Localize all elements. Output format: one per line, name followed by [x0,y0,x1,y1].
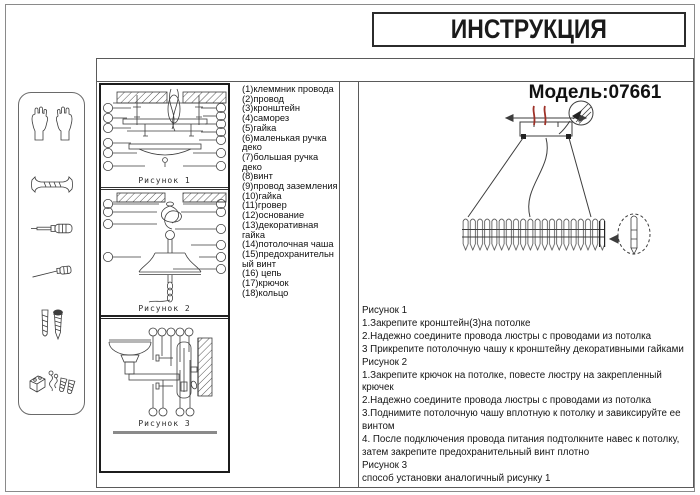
instruction-line: 3.Поднимите потолочную чашу вплотную к п… [362,408,681,433]
part-item: (1)клеммник провода [242,84,334,94]
figures-panel: Рисунок 1 [99,83,230,473]
small-fasteners-icon [29,370,75,394]
part-item: (18)кольцо [242,287,289,298]
figure-3-underline [112,431,217,434]
instruction-line: 1.Закрепите кронштейн(3)на потолке [362,317,531,329]
part-item: (12)основание [242,210,305,221]
figure-2-label: Рисунок 2 [138,304,191,313]
part-item: (6)маленькая ручка деко [242,132,327,153]
screwdriver-icon [30,223,72,233]
wrench-icon [30,176,73,194]
crystal-detail-circle [617,213,651,255]
instruction-line: Рисунок 2 [362,356,408,368]
part-item: (8)винт [242,171,273,182]
instruction-line: Рисунок 3 [362,459,408,471]
part-item: (14)потолочная чаша [242,239,334,250]
figure-1-label: Рисунок 1 [138,176,191,185]
part-item: (17)крючок [242,278,289,289]
instruction-line: 1.Закрепите крючок на потолке, повесте л… [362,369,662,394]
awl-icon [31,265,71,278]
instruction-line: 4. После подключения провода питания под… [362,434,680,458]
part-item: (5)гайка [242,122,277,133]
figure-2-diagram [103,192,227,303]
wall-plug-and-screw-icon [41,309,63,340]
figure-1-diagram [103,88,227,172]
figure-3-label: Рисунок 3 [138,419,191,428]
model-label: Модель:07661 [528,82,662,103]
power-wires [532,105,547,126]
instruction-line: 3 Прикрепите потолочную чашу к кронштейн… [362,343,684,355]
part-item: (2)провод [242,93,284,104]
figure-separator [101,187,228,190]
part-item: (16) цепь [242,268,282,279]
chandelier-diagram [462,100,651,255]
instruction-line: Рисунок 1 [362,305,408,316]
page-border [5,4,695,492]
part-item: (9)провод заземления [242,181,338,192]
part-item: (11)гровер [242,200,287,211]
part-item: (7)большая ручка деко [242,151,319,172]
instruction-line: 2.Надежно соедините провода люстры с про… [362,395,652,407]
instruction-line: способ установки аналогичный рисунку 1 [362,472,551,484]
gloves-icon [31,106,72,141]
instruction-line: 2.Надежно соедините провода люстры с про… [362,330,652,342]
parts-list: (1)клеммник провода (2)провод (3)кронште… [242,84,338,298]
figure-3-diagram [108,327,213,417]
top-strip-divider [97,81,693,82]
figure-separator [101,315,228,319]
part-item: (13)декоративная гайка [242,219,319,240]
wire-detail-circle [558,100,594,135]
column-divider-2 [358,81,359,487]
part-item: (4)саморез [242,113,290,124]
title-box: ИНСТРУКЦИЯ [372,12,686,47]
tools-sidebar [18,92,85,415]
column-divider-1 [339,81,340,487]
part-item: (15)предохранительный винт [242,248,334,269]
part-item: (3)кронштейн [242,103,301,114]
assembly-instructions: Рисунок 1 1.Закрепите кронштейн(3)на пот… [362,305,692,486]
page-title: ИНСТРУКЦИЯ [450,14,608,44]
part-item: (10)гайка [242,190,282,201]
